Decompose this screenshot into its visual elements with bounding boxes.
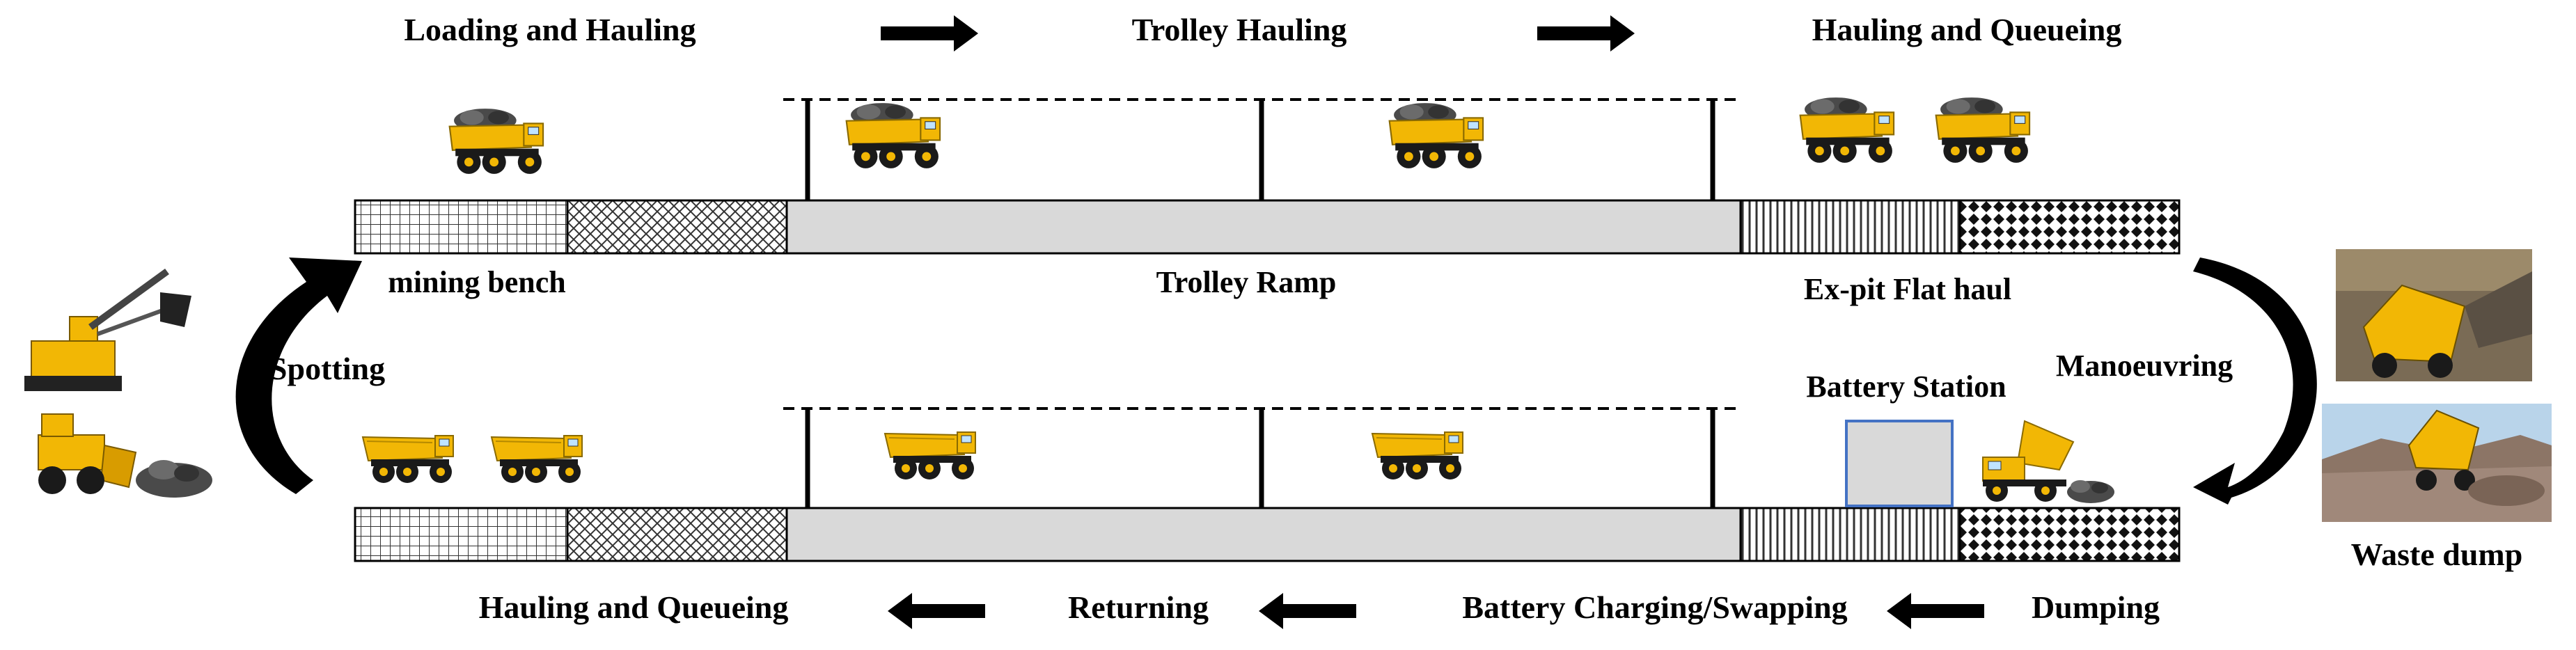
haul-truck-icon (1388, 102, 1484, 170)
phase-label-returning: Returning (1068, 589, 1209, 625)
phase-label-hauling-queueing-bottom: Hauling and Queueing (479, 589, 789, 625)
flow-arrow-right-2 (1537, 15, 1635, 51)
ore-pile-icon (136, 460, 212, 498)
segment-label-trolley-ramp: Trolley Ramp (1156, 265, 1337, 299)
flow-arrow-left-3 (1887, 593, 1984, 629)
dump-approach-segment (1958, 199, 2181, 255)
trolley-line-bottom (783, 407, 1741, 508)
bottom-haul-road (354, 507, 2181, 562)
haul-truck-icon (1372, 431, 1463, 480)
phase-label-spotting: Spotting (269, 351, 385, 386)
segment-label-mining-bench: mining bench (388, 265, 566, 299)
ex-pit-flat-haul-segment (1739, 199, 1961, 255)
haul-truck-icon (491, 435, 583, 484)
dump-photo-top (2336, 249, 2532, 381)
flow-arrow-left-2 (1259, 593, 1356, 629)
phase-label-trolley-hauling: Trolley Hauling (1132, 12, 1347, 47)
cycle-arrow-left (235, 257, 362, 494)
rope-shovel-icon (24, 268, 191, 391)
haul-truck-icon (884, 431, 976, 480)
segment-label-waste-dump: Waste dump (2351, 537, 2523, 572)
loading-zone-segment (566, 199, 788, 255)
haul-truck-icon (1935, 96, 2031, 164)
phase-label-hauling-queueing-top: Hauling and Queueing (1812, 12, 2122, 47)
flow-arrow-left-1 (888, 593, 985, 629)
phase-label-manoeuvring: Manoeuvring (2056, 349, 2233, 383)
haul-truck-icon (845, 102, 941, 170)
wheel-loader-icon (38, 413, 137, 494)
dumping-truck-icon (1982, 420, 2115, 504)
trolley-line-top (783, 98, 1741, 200)
battery-station-box (1845, 420, 1954, 507)
trolley-ramp-segment (785, 199, 1742, 255)
haul-truck-icon (1799, 96, 1895, 164)
waste-dump-photo (2322, 404, 2552, 522)
flow-arrow-right-1 (881, 15, 978, 51)
mining-bench-segment (354, 199, 569, 255)
haul-truck-icon (362, 435, 454, 484)
segment-label-battery-station: Battery Station (1806, 370, 2006, 404)
phase-label-battery-charging: Battery Charging/Swapping (1462, 589, 1847, 625)
segment-label-ex-pit-flat-haul: Ex-pit Flat haul (1804, 272, 2011, 306)
haul-truck-icon (448, 107, 544, 175)
phase-label-dumping: Dumping (2032, 589, 2160, 625)
top-haul-road (354, 199, 2181, 255)
phase-label-loading-hauling: Loading and Hauling (404, 12, 696, 47)
cycle-arrow-right (2193, 257, 2317, 505)
